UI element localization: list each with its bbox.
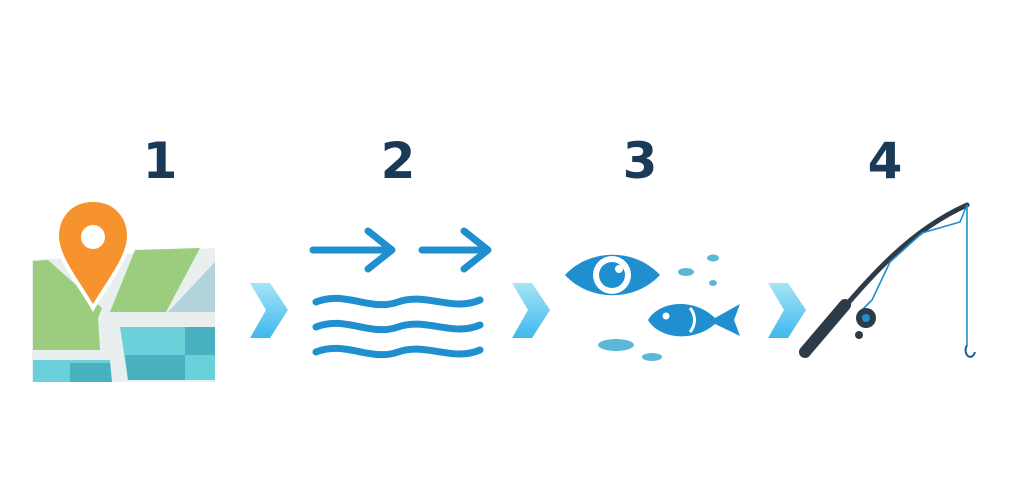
chevron-right-icon — [250, 283, 288, 338]
step-number-4: 4 — [868, 132, 903, 190]
chevron-right-icon — [512, 283, 550, 338]
step-number-2: 2 — [381, 132, 416, 190]
map-pin-icon — [32, 197, 215, 382]
fishing-rod-icon — [799, 202, 976, 358]
current-flow-icon — [309, 227, 492, 359]
eye-fish-icon — [565, 254, 740, 361]
step-number-3: 3 — [623, 132, 658, 190]
chevron-right-icon — [768, 283, 806, 338]
step-number-1: 1 — [143, 132, 178, 190]
